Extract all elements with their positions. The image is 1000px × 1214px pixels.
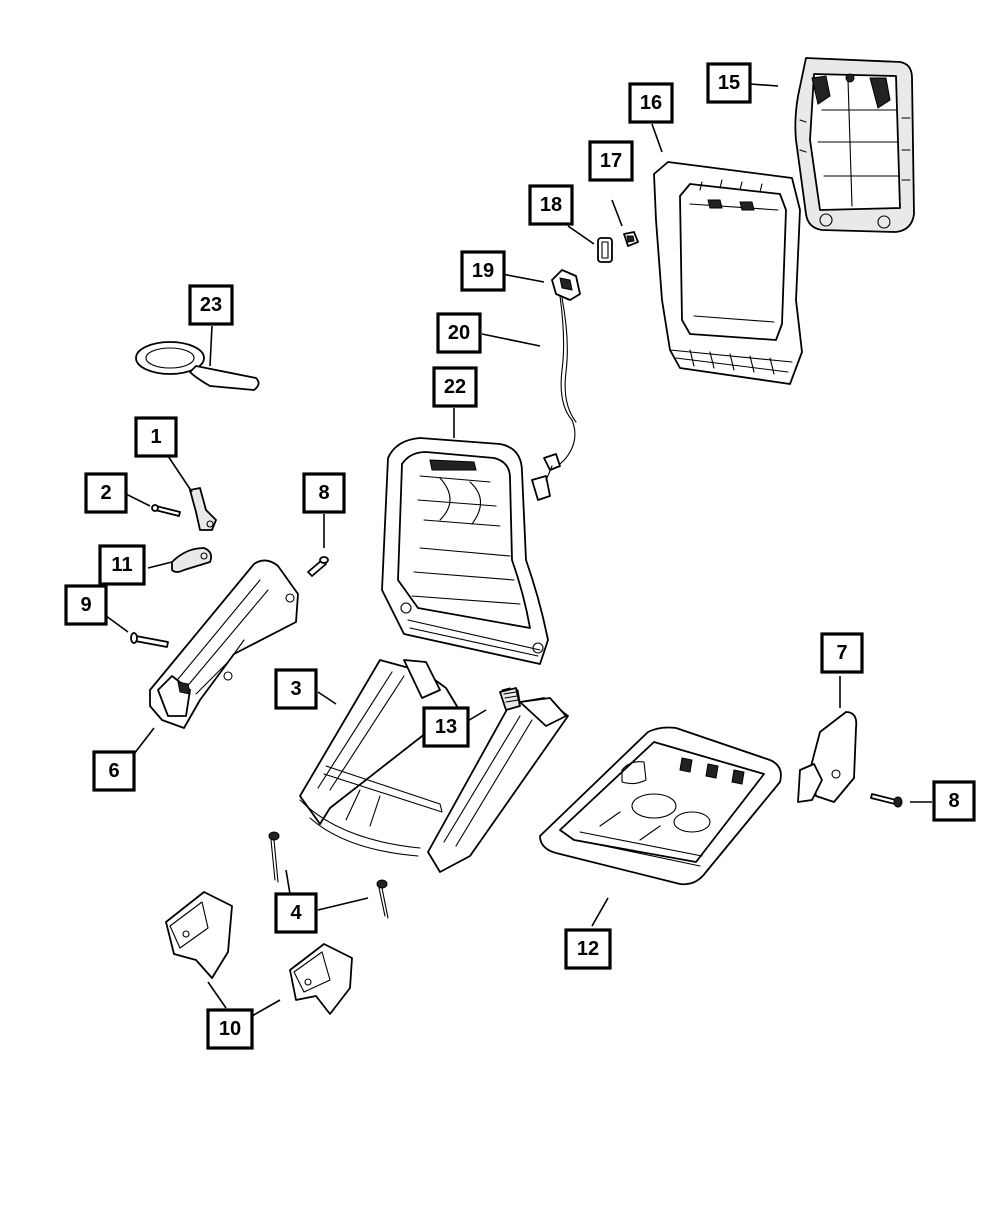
part-22-seat-back-cushion-frame [381,437,549,665]
part-18-bracket [597,237,613,263]
part-20-wiring-harness [531,295,577,501]
callout-1: 1 [134,416,178,458]
callout-23: 23 [188,284,234,326]
callout-9: 9 [64,584,108,626]
callout-18: 18 [528,184,574,226]
svg-text:8: 8 [948,790,959,812]
svg-text:17: 17 [600,150,622,172]
part-17-clip [623,231,639,247]
svg-text:20: 20 [448,322,470,344]
part-8-screw-lower [870,793,903,808]
svg-text:7: 7 [836,642,847,664]
callout-22: 22 [432,366,478,408]
callout-2: 2 [84,472,128,514]
callout-15: 15 [706,62,752,104]
svg-text:23: 23 [200,294,222,316]
svg-text:13: 13 [435,716,457,738]
part-10-end-covers [165,891,353,1015]
callout-20: 20 [436,312,482,354]
part-12-seat-cushion-pan [539,726,782,886]
callout-17: 17 [588,140,634,182]
part-7-side-trim [797,711,858,803]
svg-text:19: 19 [472,260,494,282]
callout-4: 4 [274,892,318,934]
callout-11: 11 [98,544,146,586]
callout-6: 6 [92,750,136,792]
part-13-knob [499,687,521,711]
svg-text:10: 10 [219,1018,241,1040]
svg-text:15: 15 [718,72,740,94]
svg-text:8: 8 [318,482,329,504]
part-6-side-shield [149,559,299,729]
part-9-bolt [130,632,169,648]
svg-text:1: 1 [150,426,161,448]
callout-13: 13 [422,706,470,748]
part-4-bolts [268,831,389,919]
callout-3: 3 [274,668,318,710]
part-2-pin [151,504,181,517]
callout-16: 16 [628,82,674,124]
part-3-seat-frame-track [299,659,569,873]
part-19-switch [551,269,581,301]
svg-text:4: 4 [290,902,302,924]
svg-text:3: 3 [290,678,301,700]
leader-lines [97,83,932,1017]
callout-10: 10 [206,1008,254,1050]
callout-8-lower: 8 [932,780,976,822]
part-8-bolt-upper [307,556,329,577]
callout-19: 19 [460,250,506,292]
svg-text:22: 22 [444,376,466,398]
callout-7: 7 [820,632,864,674]
callout-8-upper: 8 [302,472,346,514]
svg-text:18: 18 [540,194,562,216]
part-11-handle [171,547,213,573]
part-15-seat-back-panel [794,57,915,233]
svg-text:11: 11 [111,554,132,576]
part-16-seat-back-frame [653,161,803,385]
callout-12: 12 [564,928,612,970]
svg-text:9: 9 [80,594,91,616]
svg-text:12: 12 [577,938,599,960]
part-23-tool [135,341,260,391]
svg-text:2: 2 [100,482,111,504]
svg-text:16: 16 [640,92,662,114]
svg-text:6: 6 [108,760,119,782]
part-1-lever [189,487,217,531]
